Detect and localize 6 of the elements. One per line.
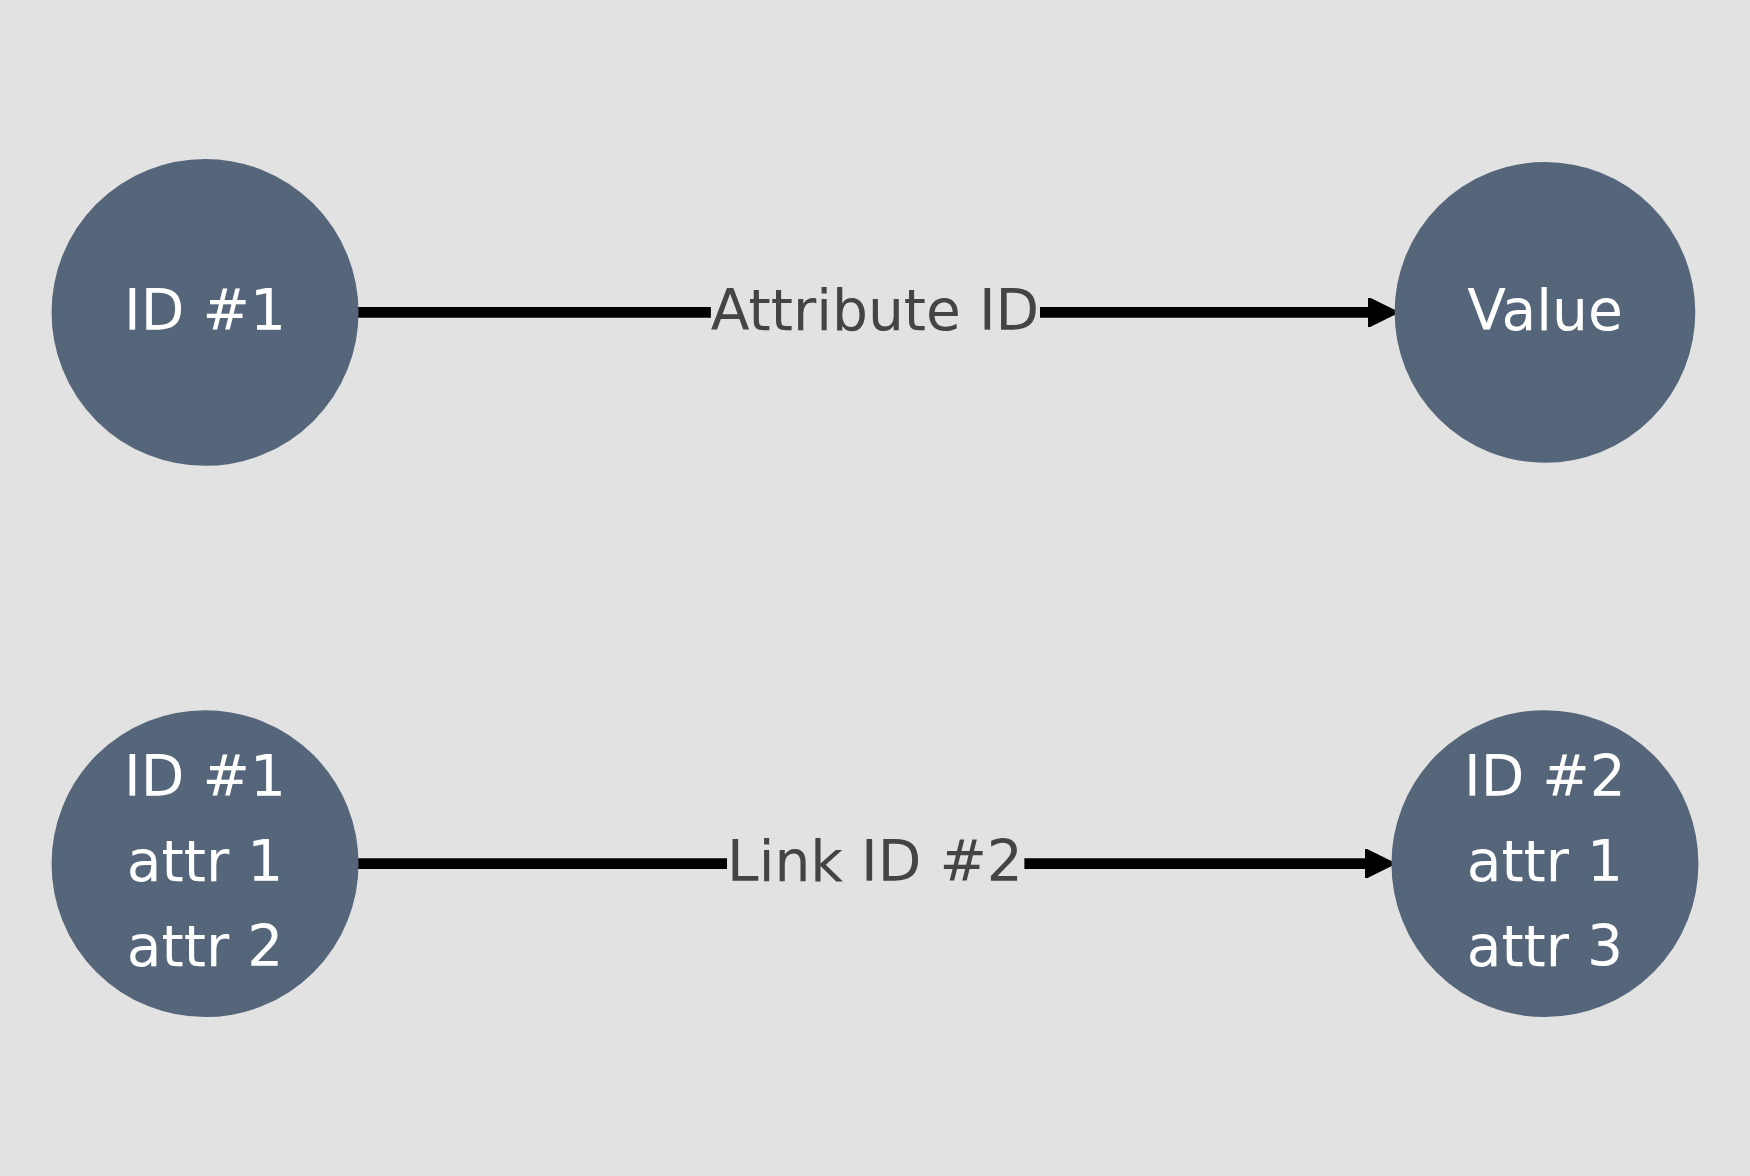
node-circle: ID #1 (51, 158, 359, 466)
edge-label: Attribute ID (710, 276, 1040, 345)
edge-label: Link ID #2 (727, 828, 1023, 896)
node-circle: Value (1394, 162, 1696, 463)
node-circle: ID #2 attr 1 attr 3 (1391, 710, 1699, 1018)
node-circle: ID #1 attr 1 attr 2 (51, 710, 359, 1018)
